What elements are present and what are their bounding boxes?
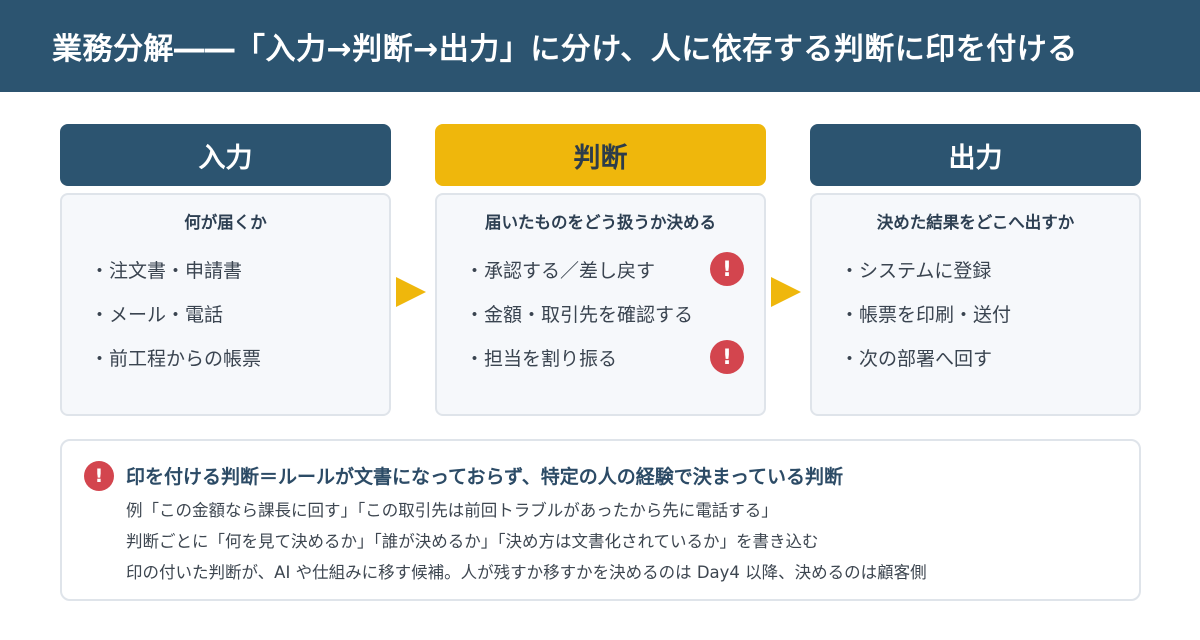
column-body: 何が届くか ・注文書・申請書 ・メール・電話 ・前工程からの帳票 (60, 193, 391, 416)
exclamation-icon: ! (84, 461, 114, 491)
column-subheading: 何が届くか (184, 213, 267, 232)
column-subheading: 届いたものをどう扱うか決める (485, 213, 716, 232)
note-line: 印の付いた判断が、AI や仕組みに移す候補。人が残すか移すかを決めるのは Day… (126, 562, 927, 582)
list-item-text: ・承認する／差し戻す (465, 259, 656, 282)
note-box: ! 印を付ける判断＝ルールが文書になっておらず、特定の人の経験で決まっている判断… (60, 439, 1141, 601)
list-item: ・承認する／差し戻す ! (465, 247, 764, 291)
flow-arrow-icon (771, 277, 801, 307)
list-item: ・前工程からの帳票 (90, 347, 262, 370)
page-title: 業務分解――「入力→判断→出力」に分け、人に依存する判断に印を付ける (52, 32, 1078, 67)
list-item: ・担当を割り振る ! (465, 335, 764, 379)
exclamation-icon: ! (710, 252, 744, 286)
header-bar: 業務分解――「入力→判断→出力」に分け、人に依存する判断に印を付ける (0, 0, 1200, 92)
item-list: ・承認する／差し戻す ! ・金額・取引先を確認する ・担当を割り振る ! (437, 247, 764, 379)
flow-arrow-icon (396, 277, 426, 307)
note-title: 印を付ける判断＝ルールが文書になっておらず、特定の人の経験で決まっている判断 (126, 465, 844, 488)
column-input: 入力 何が届くか ・注文書・申請書 ・メール・電話 ・前工程からの帳票 (60, 124, 391, 416)
column-heading: 出力 (810, 124, 1141, 186)
item-list: ・注文書・申請書 ・メール・電話 ・前工程からの帳票 (62, 247, 389, 379)
item-list: ・システムに登録 ・帳票を印刷・送付 ・次の部署へ回す (812, 247, 1139, 379)
list-item-text: ・金額・取引先を確認する (465, 303, 694, 326)
list-item: ・帳票を印刷・送付 (840, 303, 1012, 326)
list-item: ・メール・電話 (90, 303, 224, 326)
list-item: ・金額・取引先を確認する (465, 291, 764, 335)
column-subheading: 決めた結果をどこへ出すか (876, 213, 1075, 232)
note-line: 例「この金額なら課長に回す」「この取引先は前回トラブルがあったから先に電話する」 (126, 500, 778, 520)
column-body: 届いたものをどう扱うか決める ・承認する／差し戻す ! ・金額・取引先を確認する… (435, 193, 766, 416)
column-heading: 判断 (435, 124, 766, 186)
list-item-text: ・担当を割り振る (465, 347, 618, 370)
list-item: ・次の部署へ回す (840, 347, 993, 370)
column-heading: 入力 (60, 124, 391, 186)
column-judgment: 判断 届いたものをどう扱うか決める ・承認する／差し戻す ! ・金額・取引先を確… (435, 124, 766, 416)
list-item: ・システムに登録 (840, 259, 992, 282)
column-output: 出力 決めた結果をどこへ出すか ・システムに登録 ・帳票を印刷・送付 ・次の部署… (810, 124, 1141, 416)
exclamation-icon: ! (710, 340, 744, 374)
list-item: ・注文書・申請書 (90, 259, 243, 282)
column-body: 決めた結果をどこへ出すか ・システムに登録 ・帳票を印刷・送付 ・次の部署へ回す (810, 193, 1141, 416)
note-line: 判断ごとに「何を見て決めるか」「誰が決めるか」「決め方は文書化されているか」を書… (126, 531, 819, 551)
